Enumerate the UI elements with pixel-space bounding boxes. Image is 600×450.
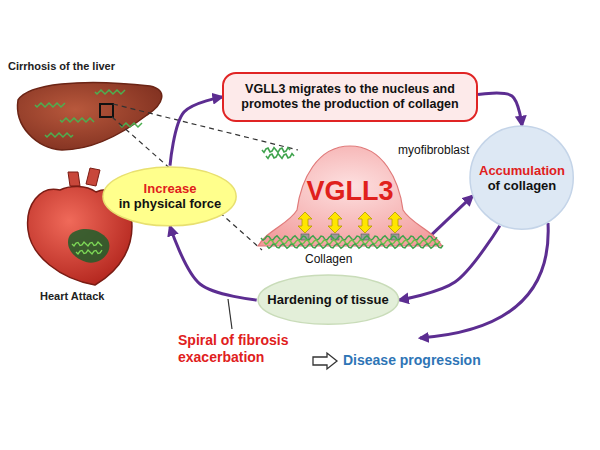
force-arrow bbox=[328, 212, 342, 233]
fibrosis-strand bbox=[72, 242, 102, 246]
node-text: Increase bbox=[119, 181, 222, 196]
collagen-strand bbox=[261, 236, 437, 240]
fibrosis-strand bbox=[35, 103, 65, 107]
fibrosis-strand bbox=[76, 250, 102, 254]
organ-label: Heart Attack bbox=[40, 290, 104, 303]
node-text: VGLL3 bbox=[255, 176, 445, 208]
cycle-arrow bbox=[170, 97, 222, 166]
outcome-label: Disease progression bbox=[343, 352, 481, 369]
fibrosis-strand bbox=[60, 118, 94, 122]
fibrosis-strand bbox=[45, 133, 73, 137]
force-ellipse: Increasein physical force bbox=[102, 166, 237, 227]
node-text: in physical force bbox=[119, 196, 222, 211]
cycle-arrow bbox=[478, 93, 522, 125]
heart-fibrosis-strands bbox=[72, 242, 102, 254]
text-group: Increasein physical force bbox=[119, 181, 222, 212]
ellipse-shape bbox=[103, 167, 236, 226]
force-arrow bbox=[298, 212, 312, 233]
text-group: VGLL3 bbox=[255, 176, 445, 208]
heart-vessels bbox=[68, 168, 100, 186]
text-group: Accumulationof collagen bbox=[479, 163, 565, 194]
cycle-arrow bbox=[170, 226, 257, 300]
fibrosis-strand bbox=[95, 90, 125, 94]
heart-fibrosis bbox=[68, 229, 109, 263]
liver-outline bbox=[18, 82, 162, 150]
collagen-strand bbox=[267, 244, 443, 248]
zoom-square bbox=[100, 104, 113, 117]
node-text: VGLL3 migrates to the nucleus and promot… bbox=[232, 82, 468, 112]
organ-label: Cirrhosis of the liver bbox=[8, 60, 115, 73]
collagen-fiber bbox=[262, 148, 294, 159]
collagen-strand bbox=[264, 240, 440, 244]
ellipse-shape bbox=[258, 275, 399, 324]
hardening-ellipse: Hardening of tissue bbox=[257, 274, 400, 325]
progression-arrow bbox=[313, 353, 337, 369]
process-box: VGLL3 migrates to the nucleus and promot… bbox=[222, 72, 478, 122]
leader-line bbox=[228, 299, 232, 329]
cycle-label: Spiral of fibrosis exacerbation bbox=[178, 332, 313, 365]
collagen-label: Collagen bbox=[305, 252, 352, 266]
collagen-strand bbox=[262, 148, 290, 153]
text-group: Hardening of tissue bbox=[267, 292, 388, 307]
spiral-arc bbox=[420, 223, 548, 338]
ellipse-shape bbox=[470, 126, 573, 229]
collagen-strand bbox=[266, 154, 294, 159]
fibrosis-strand bbox=[120, 123, 142, 127]
accumulation-circle: Accumulationof collagen bbox=[469, 125, 574, 230]
node-text: Hardening of tissue bbox=[267, 292, 388, 307]
cell-label: myofibroblast bbox=[398, 143, 469, 157]
text-group: VGLL3 migrates to the nucleus and promot… bbox=[232, 82, 468, 112]
node-text: of collagen bbox=[479, 178, 565, 193]
node-text: Accumulation bbox=[479, 163, 565, 178]
force-arrow bbox=[388, 212, 402, 233]
cycle-arrow bbox=[432, 196, 473, 235]
force-arrow bbox=[358, 212, 372, 233]
